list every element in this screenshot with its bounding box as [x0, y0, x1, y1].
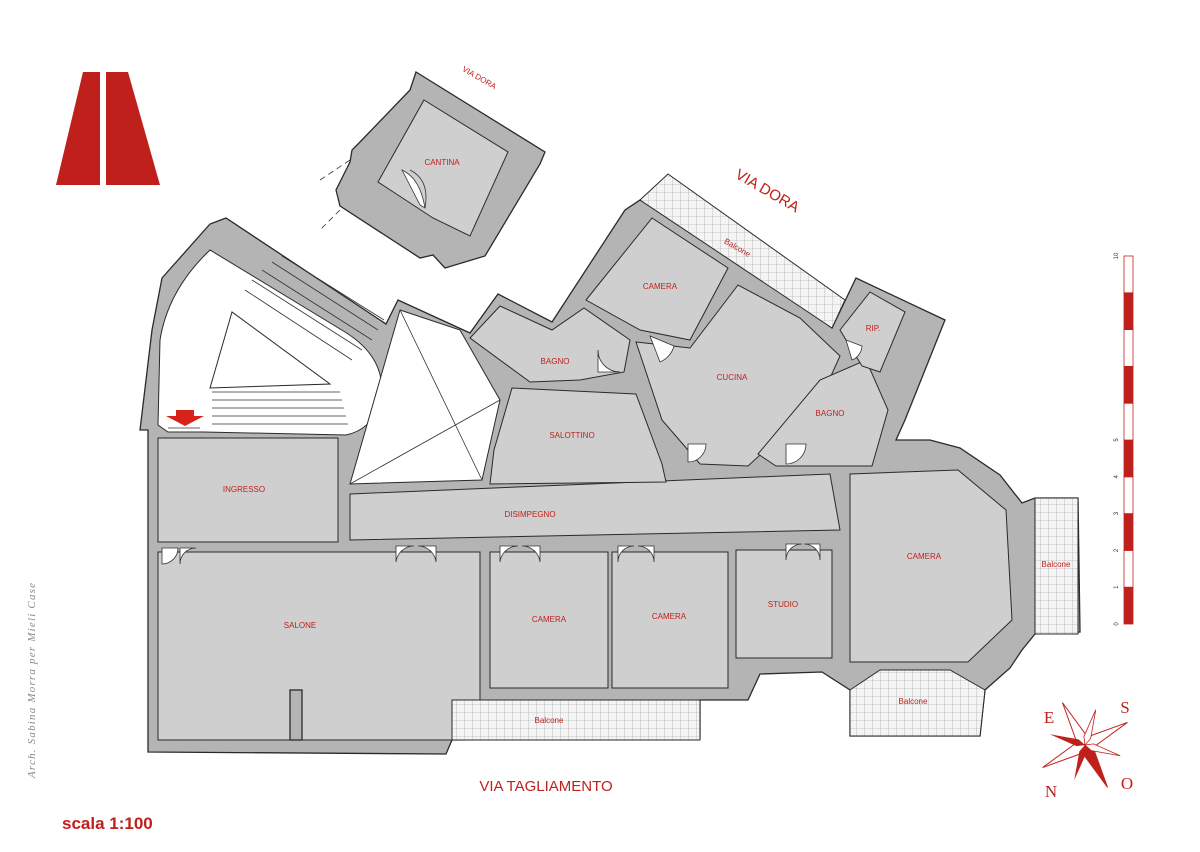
- room-label-camera-mid-1: CAMERA: [532, 615, 567, 624]
- scale-segment: [1123, 402, 1134, 441]
- street-label-via-dora: VIA DORA: [732, 166, 802, 216]
- room-label-bagno-1: BAGNO: [541, 357, 570, 366]
- compass-rose-icon: S O N E: [1042, 698, 1133, 801]
- scale-segment: [1123, 550, 1134, 588]
- scale-tick-label: 4: [1114, 474, 1120, 478]
- room-label-camera-right: CAMERA: [907, 552, 942, 561]
- balcony-label-bottom-right: Balcone: [899, 697, 928, 706]
- scale-segment: [1123, 513, 1134, 551]
- room-label-cucina: CUCINA: [717, 373, 748, 382]
- room-label-bagno-2: BAGNO: [816, 409, 845, 418]
- room-label-ripostiglio: RIP.: [866, 324, 881, 333]
- scale-segment: [1123, 476, 1134, 514]
- room-label-camera-top: CAMERA: [643, 282, 678, 291]
- scale-tick-label: 1: [1114, 585, 1120, 589]
- compass-letter-e: E: [1044, 708, 1054, 727]
- scale-segment: [1123, 329, 1134, 367]
- compass-letter-o: O: [1121, 774, 1133, 793]
- scale-tick-label: 5: [1114, 438, 1120, 442]
- compass-letter-n: N: [1045, 782, 1057, 801]
- scale-tick-label: 10: [1114, 252, 1120, 259]
- room-label-salone: SALONE: [284, 621, 316, 630]
- doors: [161, 335, 863, 565]
- scale-bar: 0 1 2 3 4 5 10: [1114, 252, 1134, 626]
- balcony-label-bottom: Balcone: [535, 716, 564, 725]
- street-label-via-dora-small: VIA DORA: [461, 64, 499, 91]
- compass-letter-s: S: [1120, 698, 1129, 717]
- scale-tick-label: 2: [1114, 548, 1120, 552]
- scale-segment: [1123, 292, 1134, 330]
- balcony-label-right: Balcone: [1042, 560, 1071, 569]
- scale-tick-label: 0: [1114, 622, 1120, 626]
- room-label-camera-mid-2: CAMERA: [652, 612, 687, 621]
- room-label-ingresso: INGRESSO: [223, 485, 265, 494]
- room-label-salottino: SALOTTINO: [549, 431, 594, 440]
- company-logo-icon: [56, 72, 160, 185]
- stairwell: [157, 249, 385, 436]
- scale-segment: [1123, 255, 1134, 294]
- room-label-cantina: CANTINA: [424, 158, 460, 167]
- scale-segment: [1123, 439, 1134, 478]
- scale-segment: [1123, 586, 1134, 625]
- room-label-studio: STUDIO: [768, 600, 798, 609]
- room-label-disimpegno: DISIMPEGNO: [504, 510, 555, 519]
- street-label-via-tagliamento: VIA TAGLIAMENTO: [479, 778, 612, 795]
- balconies: [451, 173, 1079, 741]
- architect-credit: Arch. Sabina Morra per Mieli Case: [26, 581, 38, 778]
- light-shaft: [349, 309, 501, 485]
- entry-arrow-icon: [166, 410, 204, 426]
- cantina-block: CANTINA VIA DORA: [319, 64, 546, 269]
- scale-segment: [1123, 365, 1134, 404]
- room-labels: INGRESSO DISIMPEGNO SALONE SALOTTINO BAG…: [223, 237, 1071, 725]
- scale-tick-label: 3: [1114, 511, 1120, 515]
- scale-label: scala 1:100: [62, 814, 153, 833]
- rooms: [157, 217, 1013, 741]
